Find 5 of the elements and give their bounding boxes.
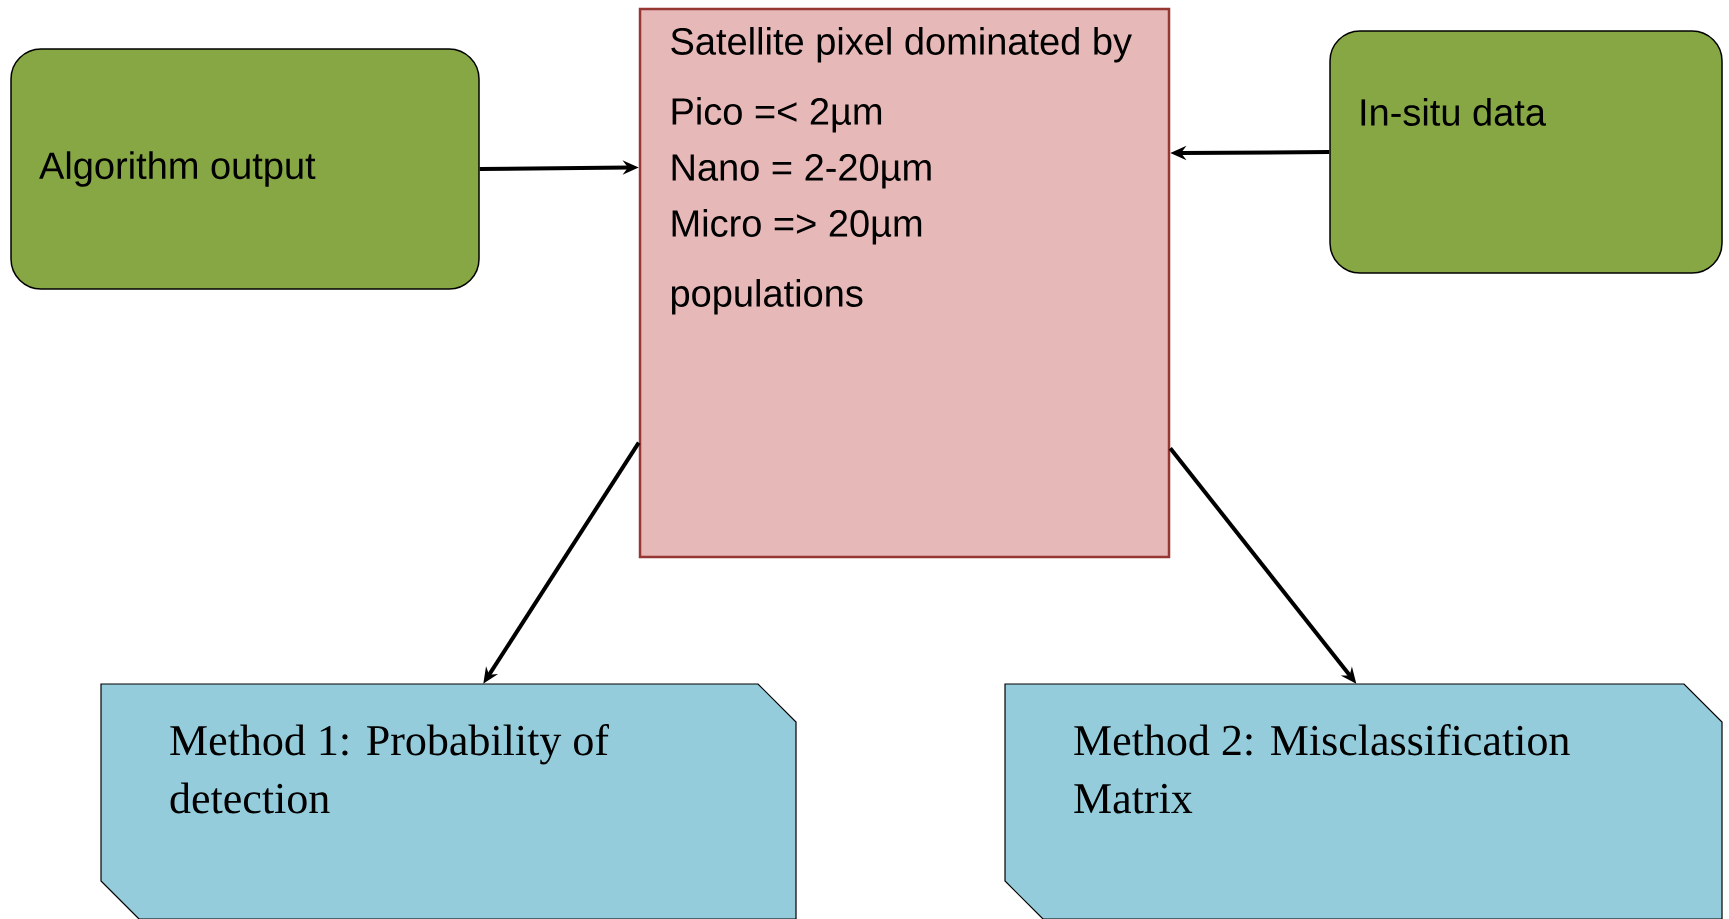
note-box: Method 1: Probability of detection [100, 683, 797, 919]
rounded-box: In-situ data [1329, 30, 1723, 274]
process-box: Satellite pixel dominated by Pico =< 2µm Nano = 2-20µm Micro => 20µm populations [638, 7, 1171, 559]
rounded-box: Algorithm output [10, 48, 480, 290]
note-box: Method 2: Misclassification Matrix [1004, 683, 1723, 919]
